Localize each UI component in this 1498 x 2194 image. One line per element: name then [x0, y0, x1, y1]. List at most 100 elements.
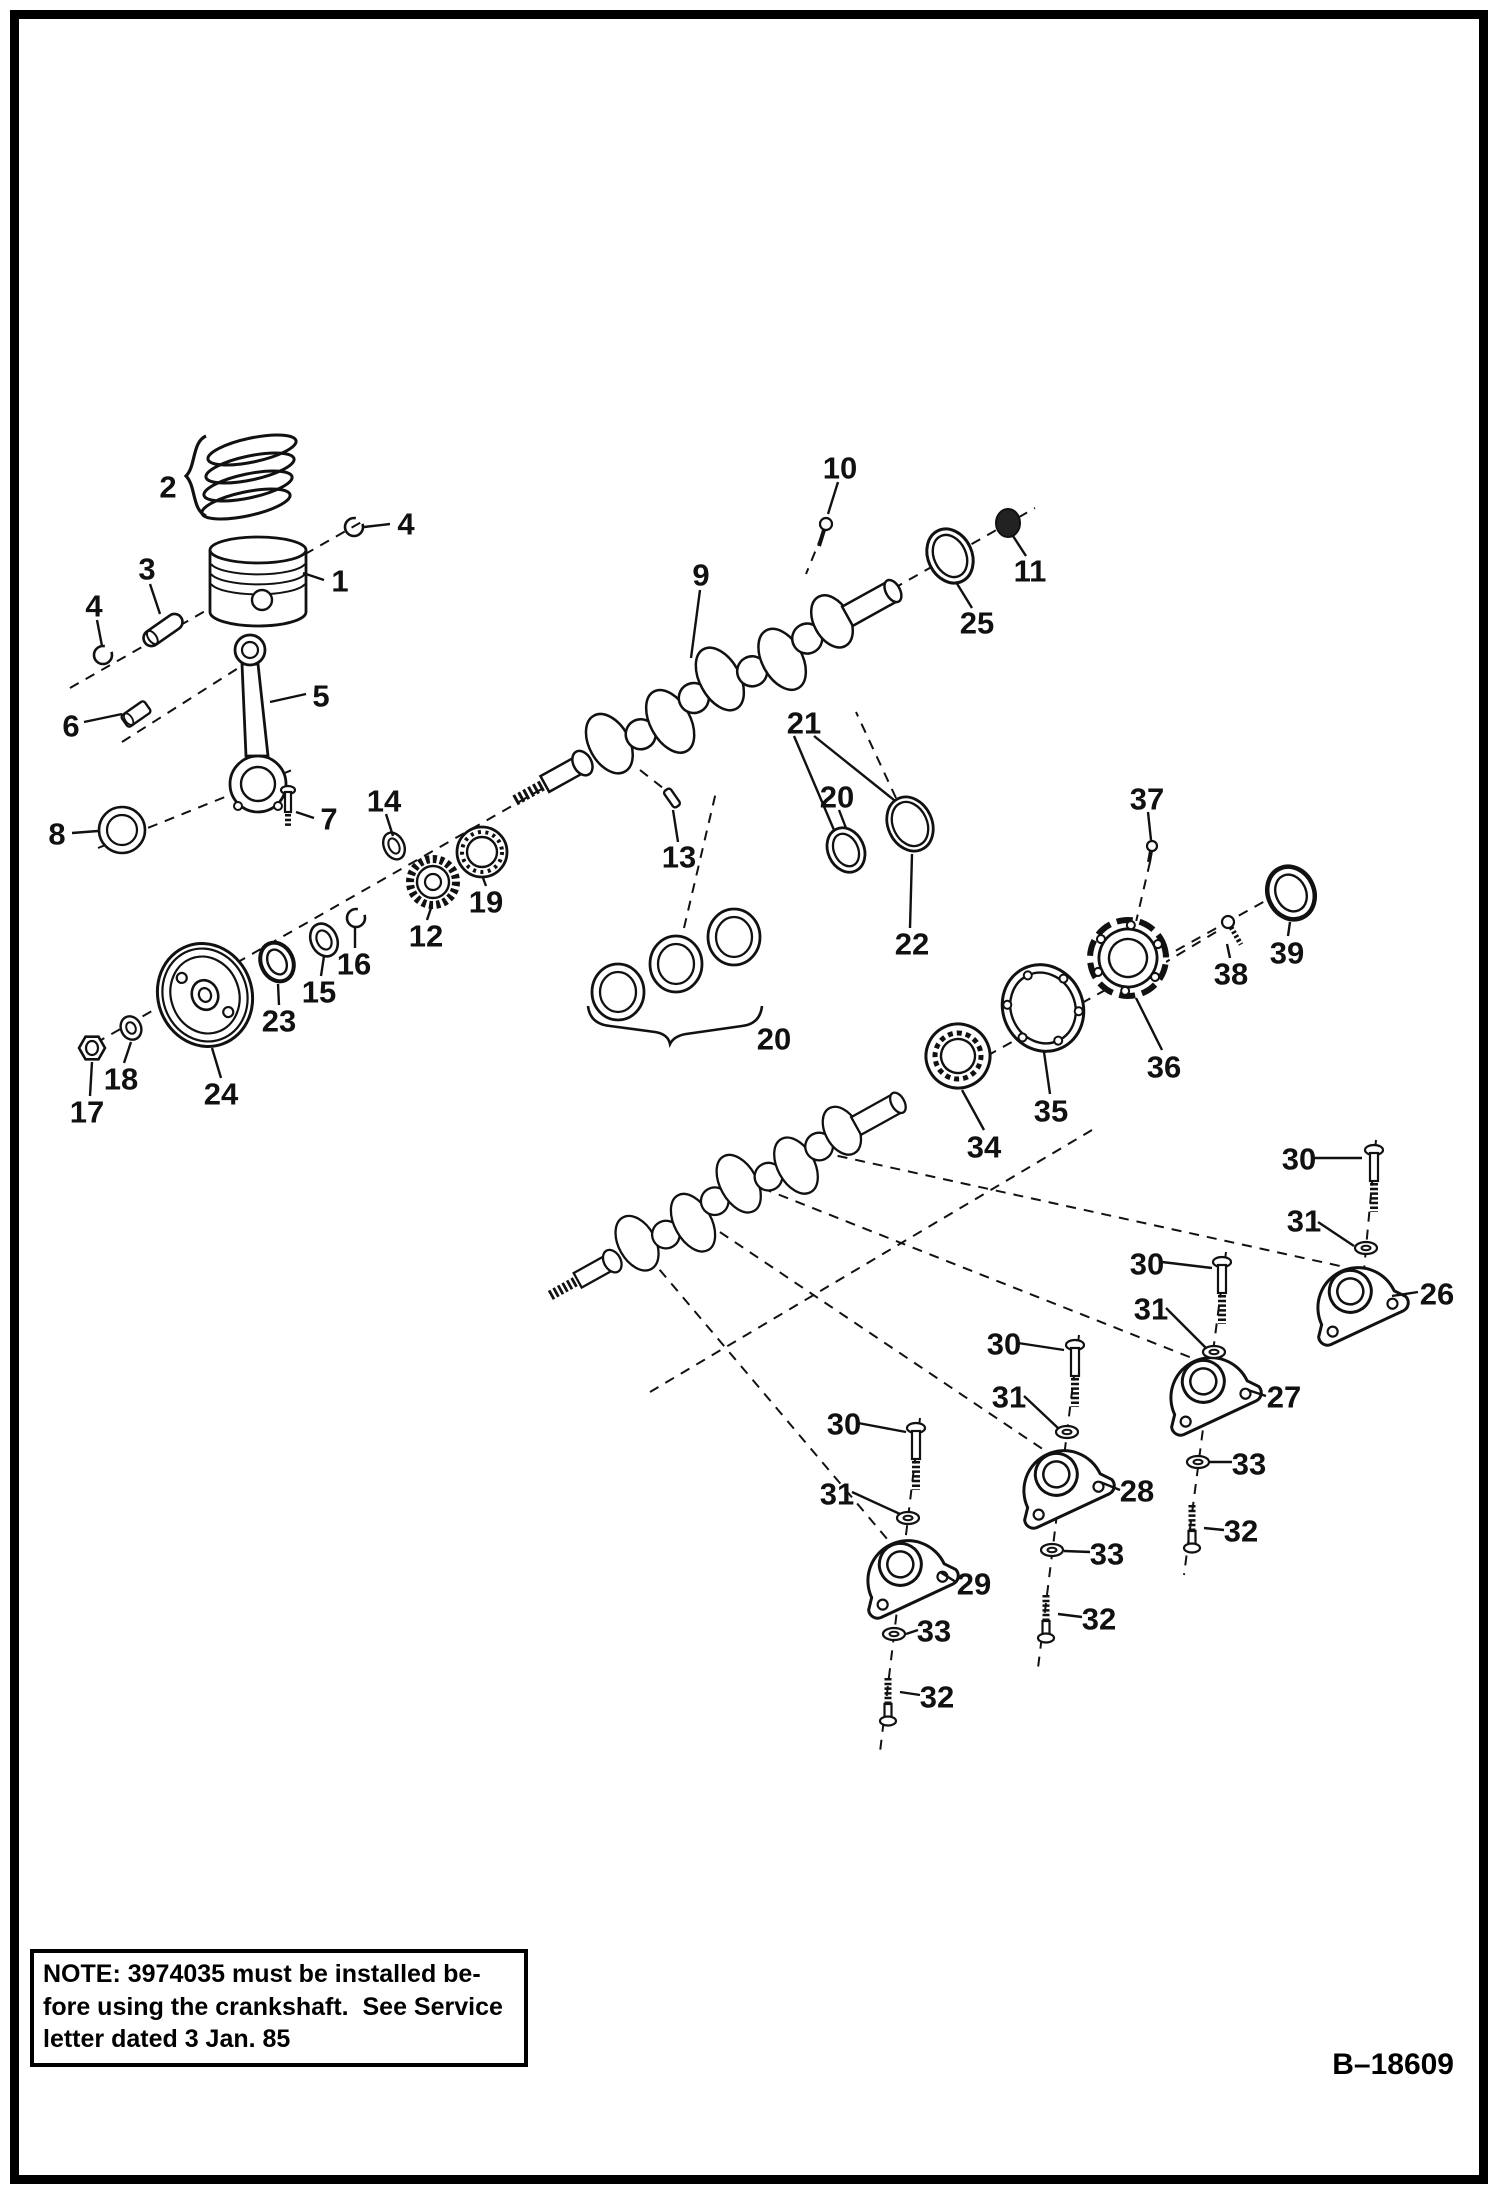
lower-bolt-32-a — [1184, 1505, 1200, 1553]
callout-28: 28 — [1120, 1474, 1154, 1509]
callout-8: 8 — [48, 817, 65, 852]
rear-oil-seal — [1264, 864, 1318, 922]
thrust-washer — [381, 831, 407, 861]
callout-24: 24 — [204, 1077, 239, 1112]
callout-3: 3 — [138, 552, 155, 587]
cap-washer-31-c — [1054, 1424, 1080, 1440]
cap-washer-31-a — [1353, 1240, 1379, 1256]
note-box: NOTE: 3974035 must be installed be- fore… — [30, 1949, 528, 2067]
piston — [208, 535, 308, 628]
callout-32: 32 — [920, 1680, 954, 1715]
callout-17: 17 — [70, 1095, 104, 1130]
callout-32: 32 — [1082, 1602, 1116, 1637]
rod-bearing-shell — [97, 805, 147, 855]
callout-31: 31 — [1134, 1292, 1168, 1327]
callout-39: 39 — [1270, 936, 1304, 971]
callout-22: 22 — [895, 927, 929, 962]
dowel-pin — [817, 516, 834, 547]
note-line-1: NOTE: 3974035 must be installed be- — [43, 1958, 515, 1991]
callout-31: 31 — [1287, 1204, 1321, 1239]
crankshaft-pulley — [155, 942, 255, 1048]
main-bearing-shell-set — [586, 907, 764, 1048]
crankshaft-plug — [995, 508, 1021, 538]
cap-washer-31-b — [1201, 1344, 1227, 1360]
callout-13: 13 — [662, 840, 696, 875]
callout-38: 38 — [1214, 957, 1248, 992]
pulley-washer — [119, 1015, 143, 1041]
callout-7: 7 — [320, 802, 337, 837]
note-line-2: fore using the crankshaft. See Service — [43, 1992, 503, 2021]
crankshaft-upper — [495, 552, 918, 836]
cap-bolt-30-c — [1066, 1340, 1084, 1407]
note-label: NOTE: — [43, 1960, 121, 1988]
callout-33: 33 — [1232, 1447, 1266, 1482]
rod-bushing — [120, 700, 152, 728]
callout-21: 21 — [787, 706, 821, 741]
callout-31: 31 — [820, 1477, 854, 1512]
main-bearing-cap-26 — [1295, 1249, 1413, 1350]
ring-set-brace — [183, 434, 207, 518]
callout-15: 15 — [302, 975, 336, 1010]
pulley-nut — [77, 1035, 107, 1061]
cap-bolt-30-a — [1365, 1145, 1383, 1212]
callout-18: 18 — [104, 1062, 138, 1097]
retaining-ring — [345, 907, 367, 929]
callout-4: 4 — [397, 507, 415, 542]
figure-reference: B–18609 — [1332, 2048, 1454, 2081]
callout-25: 25 — [960, 606, 994, 641]
thrust-ring-pair — [825, 795, 935, 874]
cap-bolt-30-b — [1213, 1257, 1231, 1324]
bearing-holder — [1087, 917, 1169, 999]
callout-5: 5 — [312, 679, 329, 714]
crankshaft-lower — [532, 1067, 921, 1328]
lower-bolt-32-c — [880, 1678, 896, 1726]
callout-19: 19 — [469, 885, 503, 920]
callout-27: 27 — [1267, 1380, 1301, 1415]
spacer-collar — [308, 922, 340, 958]
callout-35: 35 — [1034, 1094, 1068, 1129]
lower-washer-33-b — [1039, 1542, 1065, 1558]
callout-12: 12 — [409, 919, 443, 954]
shell-set-brace — [586, 1005, 764, 1048]
thrust-plate — [924, 1022, 992, 1090]
callout-11: 11 — [1014, 554, 1047, 589]
cap-bolt-30-d — [907, 1423, 925, 1490]
callout-37: 37 — [1130, 782, 1164, 817]
callout-29: 29 — [957, 1567, 991, 1602]
rod-bolt — [279, 784, 297, 828]
callout-33: 33 — [917, 1614, 951, 1649]
callout-6: 6 — [62, 709, 79, 744]
note-text-1: 3974035 must be installed be- — [120, 1960, 481, 1988]
callout-34: 34 — [967, 1130, 1002, 1165]
callout-30: 30 — [1130, 1247, 1164, 1282]
lower-bolt-32-b — [1038, 1595, 1054, 1643]
crankshaft-gear — [406, 855, 460, 909]
callout-16: 16 — [337, 947, 371, 982]
shaft-key — [662, 787, 682, 809]
callout-1: 1 — [331, 564, 348, 599]
backing-plate — [1000, 963, 1086, 1053]
callout-20: 20 — [757, 1022, 791, 1057]
crankshaft-ring — [925, 527, 975, 585]
callout-2: 2 — [159, 470, 176, 505]
snap-ring-right — [343, 516, 365, 538]
callout-31: 31 — [992, 1380, 1026, 1415]
leader-lines — [71, 481, 1419, 1697]
main-bearing-cap-29 — [845, 1522, 963, 1623]
callout-30: 30 — [827, 1407, 861, 1442]
piston-pin — [142, 612, 184, 648]
holder-pin — [1145, 839, 1159, 863]
note-line-3: letter dated 3 Jan. 85 — [43, 2025, 291, 2053]
connecting-rod — [228, 633, 288, 814]
lower-washer-33-c — [881, 1626, 907, 1642]
cap-washer-31-d — [895, 1510, 921, 1526]
page-border-frame — [10, 10, 1488, 2184]
callout-20: 20 — [820, 780, 854, 815]
callout-10: 10 — [823, 451, 857, 486]
callout-4: 4 — [85, 589, 103, 624]
callout-26: 26 — [1420, 1277, 1454, 1312]
callout-30: 30 — [987, 1327, 1021, 1362]
piston-ring-set — [183, 433, 298, 521]
callout-36: 36 — [1147, 1050, 1181, 1085]
